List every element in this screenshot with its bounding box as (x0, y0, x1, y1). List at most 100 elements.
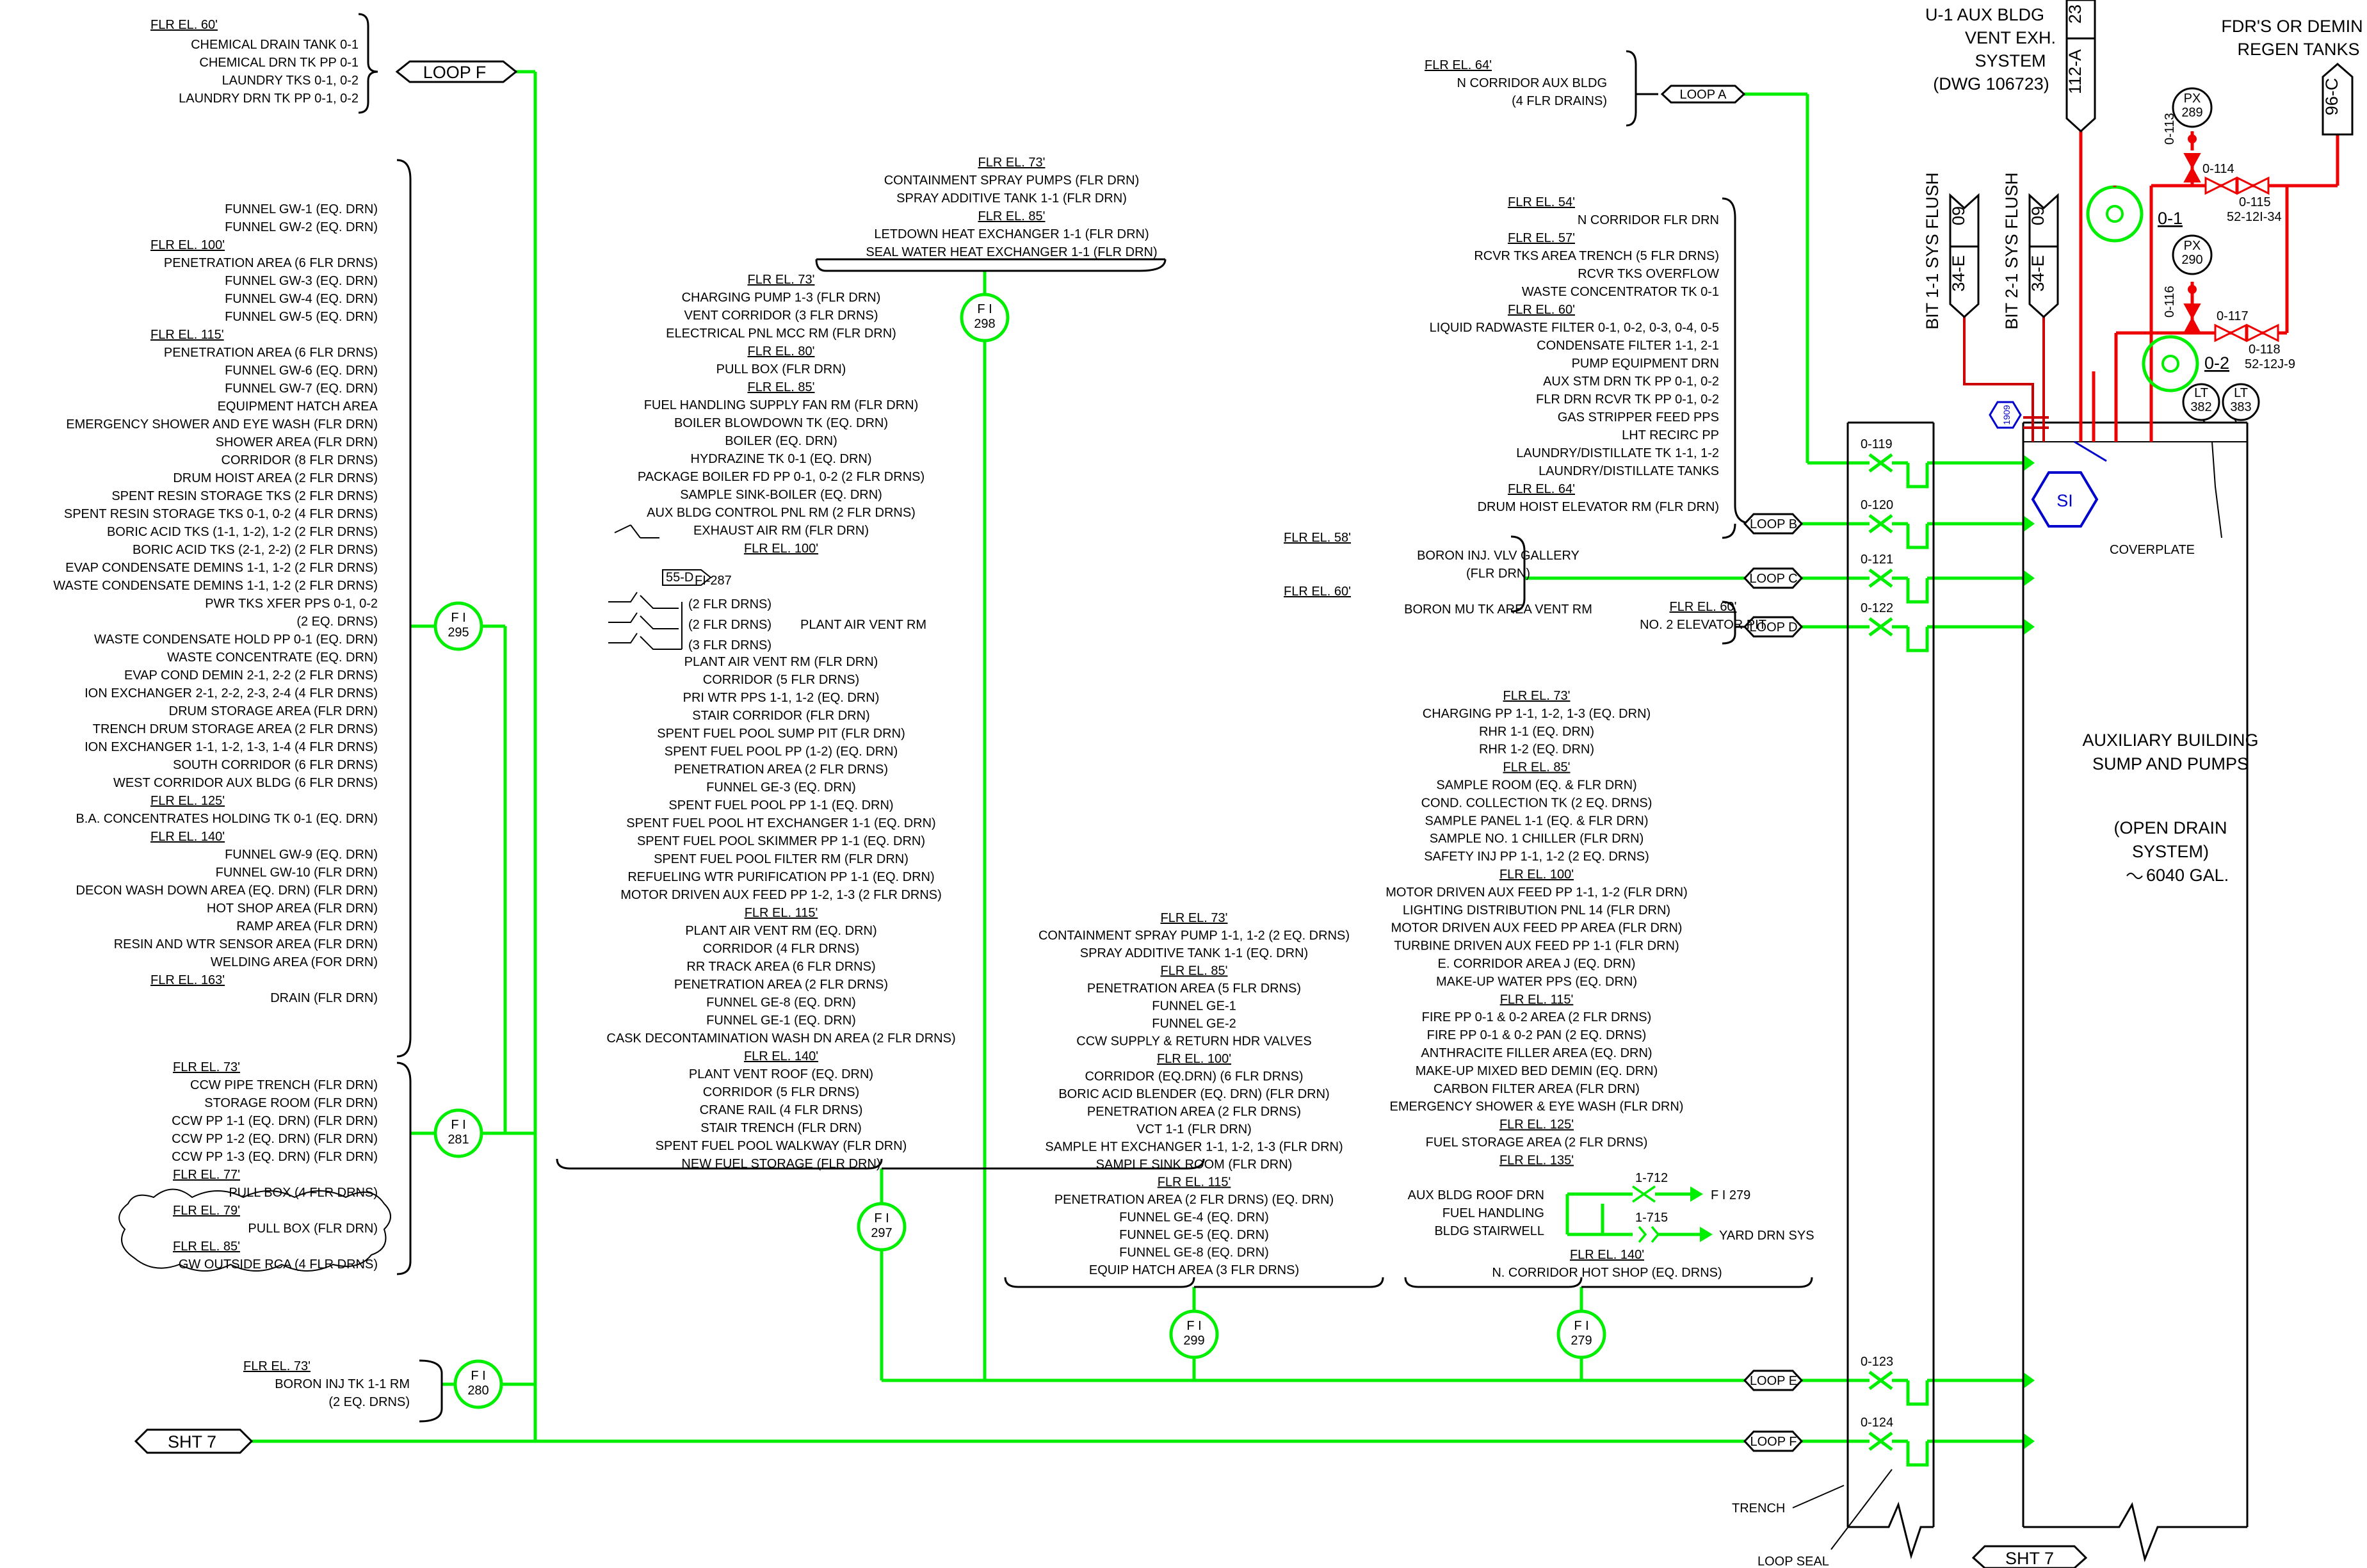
drain-source-item: SAFETY INJ PP 1-1, 1-2 (2 EQ. DRNS) (1424, 850, 1649, 864)
tank-0-1-label: 0-1 (2158, 209, 2183, 228)
loop-f-bottom-tag: LOOP F (1743, 1430, 1804, 1452)
vent-exh-line4: (DWG 106723) (1933, 74, 2049, 93)
valve-0-114-label: 0-114 (2202, 162, 2234, 176)
label-group-fi-297-lower: PLANT AIR VENT RM (FLR DRN)CORRIDOR (5 F… (606, 655, 955, 1171)
drain-source-item: PENETRATION AREA (6 FLR DRNS) (164, 256, 378, 270)
floor-elevation: FLR EL. 140' (744, 1049, 818, 1063)
sump-capacity: 6040 GAL. (2146, 866, 2229, 885)
sht7-bottom-label: SHT 7 (2005, 1549, 2054, 1568)
floor-elevation: FLR EL. 85' (1503, 761, 1571, 775)
bit11-tag-top: 09 (1949, 206, 1968, 225)
fi-279-number: 279 (1571, 1334, 1592, 1348)
drain-source-item: BORON MU TK AREA VENT RM (1404, 602, 1592, 617)
bit11-flush-callout: BIT 1-1 SYS FLUSH 09 34-E (1923, 172, 1980, 330)
drain-source-item: RESIN AND WTR SENSOR AREA (FLR DRN) (114, 937, 378, 951)
drain-source-item: SPENT RESIN STORAGE TKS 0-1, 0-2 (4 FLR … (64, 507, 378, 521)
valve-0-118-tag: 52-12J-9 (2245, 357, 2295, 371)
valve-0-124-label: 0-124 (1861, 1416, 1893, 1430)
drain-source-item: PULL BOX (4 FLR DRNS) (229, 1186, 378, 1200)
drain-source-item: DECON WASH DOWN AREA (EQ. DRN) (FLR DRN) (76, 884, 378, 898)
nozzle-1909: 1909 (1989, 401, 2022, 429)
floor-elevation: FLR EL. 115' (1158, 1176, 1231, 1190)
loop-f-bottom-label: LOOP F (1750, 1435, 1797, 1449)
fi-295-label: F I (451, 611, 465, 625)
drain-source-item: BORIC ACID BLENDER (EQ. DRN) (FLR DRN) (1058, 1087, 1329, 1101)
drain-source-item: RAMP AREA (FLR DRN) (236, 919, 378, 934)
px-289-number: 289 (2181, 106, 2202, 120)
drain-source-item: B.A. CONCENTRATES HOLDING TK 0-1 (EQ. DR… (76, 812, 378, 826)
drain-piping (252, 70, 2035, 1467)
loop-a-tag: LOOP A (1660, 85, 1746, 104)
fi-297-instrument: F I 297 (857, 1202, 907, 1252)
fi-298-number: 298 (974, 317, 995, 331)
drain-source-item: SPENT FUEL POOL WALKWAY (FLR DRN) (656, 1139, 907, 1153)
fi-281-instrument: F I 281 (433, 1108, 483, 1158)
floor-elevation: FLR EL. 85' (173, 1240, 240, 1254)
floor-elevation: FLR EL. 85' (748, 380, 815, 394)
drain-source-item: DRAIN (FLR DRN) (270, 991, 378, 1005)
drain-source-item: CHEMICAL DRN TK PP 0-1 (199, 56, 359, 70)
fi-298-label: F I (977, 302, 992, 316)
drain-source-item: GAS STRIPPER FEED PPS (1558, 410, 1719, 424)
drain-source-item: FUNNEL GW-6 (EQ. DRN) (225, 364, 378, 378)
floor-elevation: FLR EL. 125' (150, 794, 225, 808)
drain-source-item: WASTE CONDENSATE HOLD PP 0-1 (EQ. DRN) (94, 633, 378, 647)
grouping-brackets (358, 13, 1813, 1423)
drain-source-item: MOTOR DRIVEN AUX FEED PP 1-1, 1-2 (FLR D… (1385, 885, 1688, 900)
drain-source-item: SPENT FUEL POOL PP (1-2) (EQ. DRN) (665, 745, 898, 759)
px-290-label: PX (2184, 239, 2201, 253)
px-290-instrument: PX 290 (2172, 234, 2213, 275)
drain-source-item: (2 EQ. DRNS) (328, 1395, 410, 1409)
loop-seal-label: LOOP SEAL (1757, 1555, 1829, 1568)
lt-383-label: LT (2234, 386, 2248, 400)
sump-title-line2: SUMP AND PUMPS (2092, 754, 2249, 773)
floor-elevation: FLR EL. 73' (1161, 911, 1228, 925)
drain-source-item: FUNNEL GE-5 (EQ. DRN) (1119, 1228, 1269, 1242)
fi-281-number: 281 (448, 1133, 469, 1147)
floor-elevation: FLR EL. 64' (1425, 58, 1492, 72)
drain-source-item: FUEL HANDLING SUPPLY FAN RM (FLR DRN) (644, 398, 919, 412)
bit21-tag-top: 09 (2028, 206, 2048, 225)
drain-source-item: SAMPLE NO. 1 CHILLER (FLR DRN) (1430, 832, 1644, 846)
lt-383-number: 383 (2230, 400, 2251, 414)
drain-source-item: EVAP COND DEMIN 2-1, 2-2 (2 FLR DRNS) (124, 668, 378, 683)
drain-source-item: CONDENSATE FILTER 1-1, 2-1 (1537, 339, 1719, 353)
vent-exh-tag-bottom: 112-A (2065, 49, 2085, 94)
floor-elevation: FLR EL. 73' (1503, 689, 1571, 703)
floor-elevation: FLR EL. 54' (1508, 195, 1575, 209)
fi-298-instrument: F I 298 (960, 293, 1010, 343)
drain-source-item: CCW SUPPLY & RETURN HDR VALVES (1076, 1035, 1311, 1049)
drain-source-item: SOUTH CORRIDOR (6 FLR DRNS) (173, 758, 378, 772)
instrument-bubbles: PX 289 PX 290 LT 382 LT 383 (2172, 87, 2260, 423)
loop-c-label: LOOP C (1749, 572, 1797, 586)
drain-source-item: LAUNDRY TKS 0-1, 0-2 (222, 74, 359, 88)
floor-elevation: FLR EL. 64' (1508, 482, 1575, 496)
drain-source-item: HOT SHOP AREA (FLR DRN) (207, 901, 378, 916)
valve-0-116-label: 0-116 (2163, 286, 2177, 318)
drain-source-item: SPENT FUEL POOL HT EXCHANGER 1-1 (EQ. DR… (626, 816, 935, 830)
yard-drain-label: YARD DRN SYS (1719, 1229, 1814, 1243)
floor-elevation: FLR EL. 60' (1284, 585, 1351, 599)
drain-source-item: RHR 1-2 (EQ. DRN) (1479, 743, 1594, 757)
drain-source-item: ELECTRICAL PNL MCC RM (FLR DRN) (666, 327, 896, 341)
nozzle-tag-label: 1909 (2001, 405, 2012, 424)
drain-source-item: FUNNEL GW-7 (EQ. DRN) (225, 382, 378, 396)
floor-elevation: FLR EL. 73' (978, 156, 1046, 170)
fi-295-number: 295 (448, 626, 469, 640)
drain-source-item: (FLR DRN) (1466, 567, 1530, 581)
valve-0-122-label: 0-122 (1861, 601, 1893, 615)
fi-280-number: 280 (467, 1384, 489, 1398)
drain-source-item: DRUM HOIST ELEVATOR RM (FLR DRN) (1478, 500, 1719, 514)
drain-source-item: SPRAY ADDITIVE TANK 1-1 (FLR DRN) (896, 191, 1127, 206)
fi-279-ref-label: F I 279 (1711, 1188, 1750, 1202)
drain-source-item: CRANE RAIL (4 FLR DRNS) (700, 1103, 863, 1117)
drain-source-item: E. CORRIDOR AREA J (EQ. DRN) (1438, 957, 1636, 971)
drain-source-item: RHR 1-1 (EQ. DRN) (1479, 725, 1594, 739)
drain-source-item: EMERGENCY SHOWER AND EYE WASH (FLR DRN) (66, 417, 378, 432)
sht7-bottom-tag: SHT 7 (1971, 1545, 2088, 1568)
floor-elevation: FLR EL. 77' (173, 1168, 240, 1182)
drain-source-item: LIQUID RADWASTE FILTER 0-1, 0-2, 0-3, 0-… (1430, 321, 1719, 335)
drain-source-item: PENETRATION AREA (2 FLR DRNS) (1087, 1105, 1301, 1119)
drain-source-item: SAMPLE HT EXCHANGER 1-1, 1-2, 1-3 (FLR D… (1045, 1140, 1343, 1154)
